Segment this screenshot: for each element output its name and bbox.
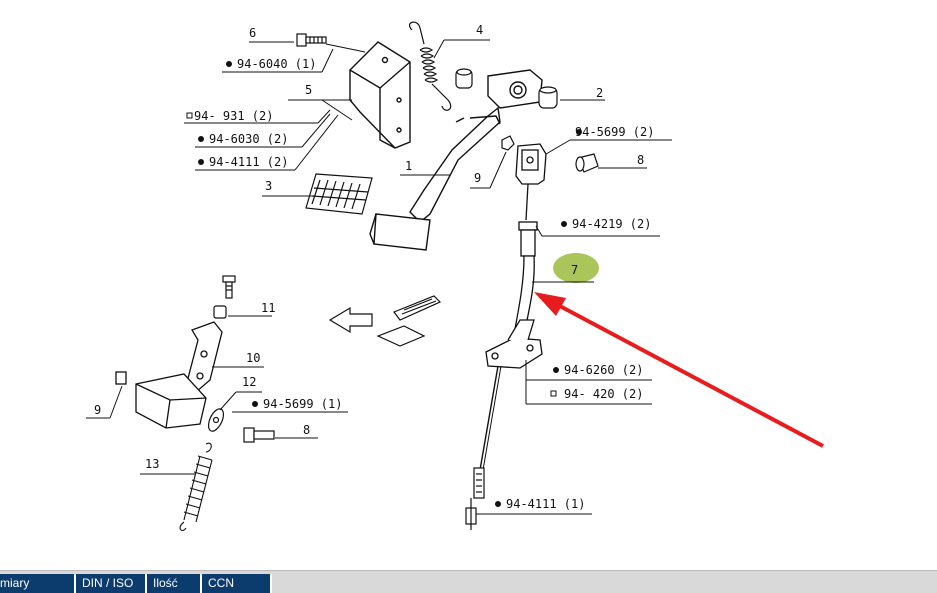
- callout-8a: 8: [637, 153, 644, 167]
- part-1-pedal-lever: [369, 69, 543, 251]
- ref-12: 94-5699 (1): [263, 397, 342, 411]
- part-10-bracket: [185, 321, 223, 393]
- column-header-wymiary[interactable]: miary: [0, 574, 76, 593]
- column-header-din-iso[interactable]: DIN / ISO: [76, 574, 147, 593]
- part-3-pedal-pad: [305, 173, 373, 215]
- callout-4: 4: [476, 23, 483, 37]
- callout-9a: 9: [474, 171, 481, 185]
- part-11-nut: [213, 305, 227, 319]
- direction-arrows: [328, 295, 442, 347]
- exploded-parts-diagram: 6 94-6040 (1) 5 94- 931 (2) 94-6030 (2) …: [86, 21, 824, 531]
- callout-10: 10: [246, 351, 260, 365]
- ref-base-1: 94-6260 (2): [564, 363, 643, 377]
- callout-9b: 9: [94, 403, 101, 417]
- part-stud: [222, 275, 236, 299]
- part-6-bolt: [296, 33, 327, 47]
- ref-5c: 94-4111 (2): [209, 155, 288, 169]
- ref-6: 94-6040 (1): [237, 57, 316, 71]
- red-pointer-arrow: [534, 292, 824, 448]
- ref-base-2: 94- 420 (2): [564, 387, 643, 401]
- ref-7: 94-4219 (2): [572, 217, 651, 231]
- callout-1: 1: [405, 159, 412, 173]
- column-header-ilosc[interactable]: Ilość: [147, 574, 202, 593]
- part-5-bracket: [349, 41, 411, 149]
- highlight-marker: [553, 253, 599, 283]
- callout-3: 3: [265, 179, 272, 193]
- callout-7: 7: [571, 263, 578, 277]
- part-2-bushing: [538, 86, 558, 109]
- callout-8b: 8: [303, 423, 310, 437]
- bushing-left: [455, 68, 473, 89]
- part-13-spring: [179, 442, 213, 531]
- callout-13: 13: [145, 457, 159, 471]
- callout-6: 6: [249, 26, 256, 40]
- cable-fork: [515, 143, 547, 185]
- ref-8a: 94-5699 (2): [575, 125, 654, 139]
- ref-bottom: 94-4111 (1): [506, 497, 585, 511]
- ref-5a: 94- 931 (2): [194, 109, 273, 123]
- callout-12: 12: [242, 375, 256, 389]
- part-8-pin-upper: [575, 153, 599, 173]
- ref-5b: 94-6030 (2): [209, 132, 288, 146]
- cable-end-fitting: [465, 467, 485, 530]
- column-header-ccn[interactable]: CCN: [202, 574, 272, 593]
- callout-5: 5: [305, 83, 312, 97]
- callout-11: 11: [261, 301, 275, 315]
- parts-table-header: miary DIN / ISO Ilość CCN: [0, 570, 937, 593]
- part-8-bolt-lower: [243, 427, 275, 443]
- part-9-plate-lower: [115, 371, 207, 429]
- part-9-clip-upper: [501, 135, 515, 151]
- part-12-washer: [207, 408, 225, 432]
- part-4-spring: [408, 21, 452, 111]
- cable-base-bracket: [485, 319, 543, 369]
- callout-2: 2: [596, 86, 603, 100]
